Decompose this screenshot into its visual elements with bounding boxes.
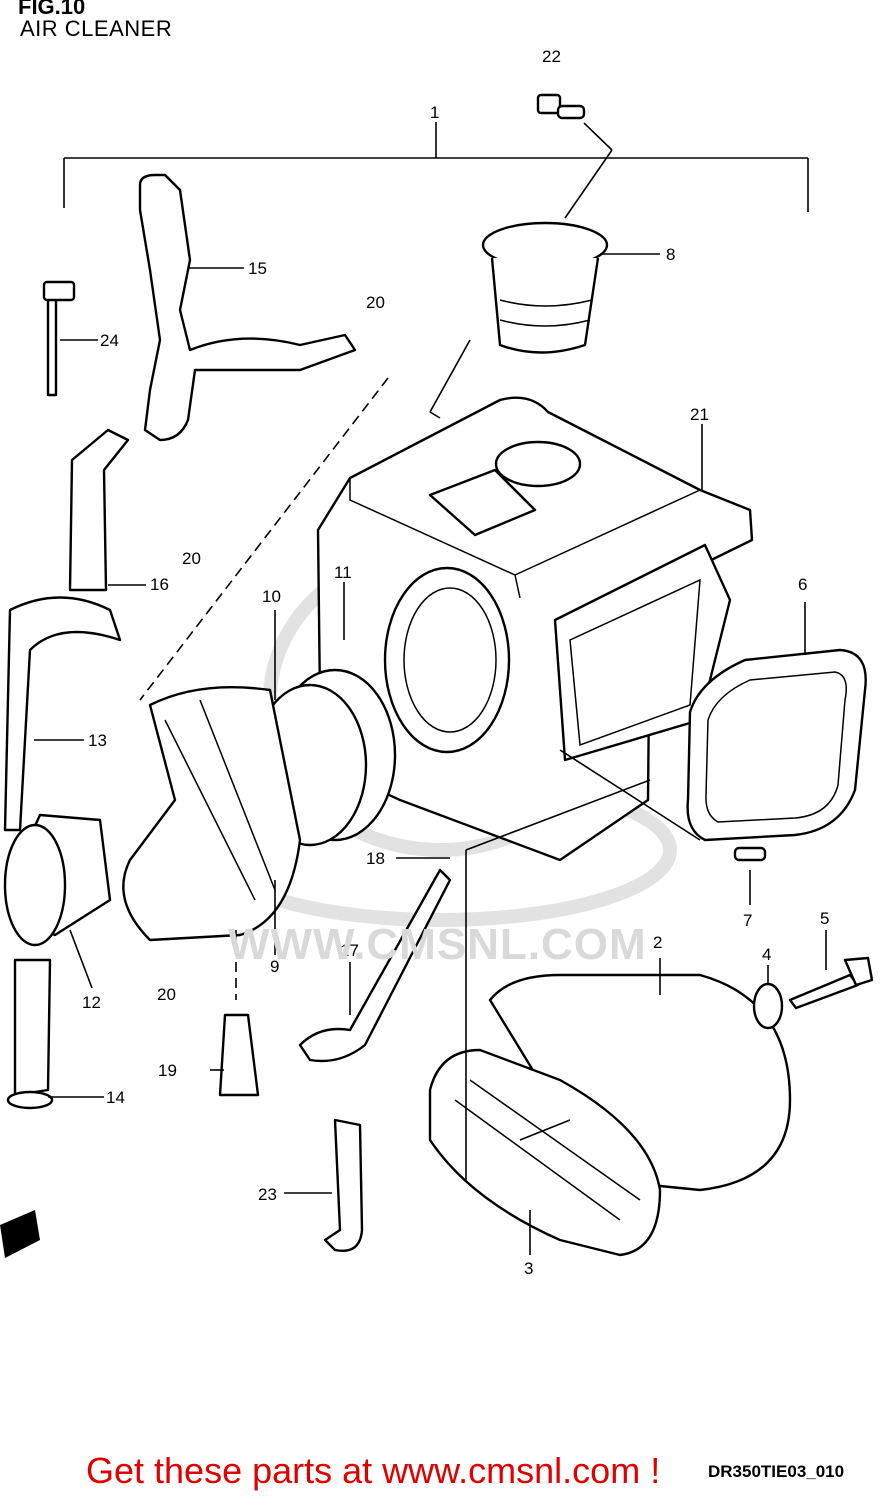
callout-8: 8 — [666, 245, 675, 264]
callout-4: 4 — [762, 945, 771, 964]
callout-7: 7 — [743, 911, 752, 930]
fwd-arrow-icon — [0, 1210, 40, 1258]
screw-part — [733, 846, 767, 905]
drawing-code: DR350TIE03_010 — [708, 1462, 845, 1481]
bracket-part — [284, 1118, 364, 1252]
callout-20c: 20 — [157, 985, 176, 1004]
assembly-bracket — [63, 122, 809, 212]
callout-17: 17 — [340, 941, 359, 960]
tie-strap-part — [42, 280, 98, 397]
bolt-part — [536, 93, 613, 219]
callout-22: 22 — [542, 47, 561, 66]
callout-6: 6 — [798, 575, 807, 594]
callout-24: 24 — [100, 331, 119, 350]
promo-link[interactable]: Get these parts at www.cmsnl.com ! — [86, 1450, 661, 1491]
callout-9: 9 — [270, 957, 279, 976]
callout-20b: 20 — [182, 549, 201, 568]
hose-parts — [3, 173, 452, 1110]
callout-labels: 1 2 3 4 5 6 7 8 9 10 11 12 13 14 15 16 1… — [82, 47, 829, 1278]
callout-12: 12 — [82, 993, 101, 1012]
filter-element-part — [428, 779, 792, 1257]
callout-23: 23 — [258, 1185, 277, 1204]
wing-bolt-part — [752, 930, 874, 1030]
callout-13: 13 — [88, 731, 107, 750]
callout-19: 19 — [158, 1061, 177, 1080]
callout-18: 18 — [366, 849, 385, 868]
callout-11: 11 — [334, 563, 352, 582]
callout-21: 21 — [690, 405, 709, 424]
callout-3: 3 — [524, 1259, 533, 1278]
callout-10: 10 — [262, 587, 281, 606]
callout-1: 1 — [430, 103, 439, 122]
air-box-part — [316, 396, 754, 862]
figure-label: FIG.10 — [18, 0, 86, 19]
intake-funnel-part — [481, 221, 660, 354]
cover-part — [686, 602, 867, 842]
callout-15: 15 — [248, 259, 267, 278]
callout-2: 2 — [653, 933, 662, 952]
callout-5: 5 — [820, 909, 829, 928]
callout-20a: 20 — [366, 293, 385, 312]
callout-14: 14 — [106, 1088, 125, 1107]
figure-subtitle: AIR CLEANER — [20, 16, 173, 41]
watermark-text: WWW.CMSNL.COM — [228, 920, 647, 969]
callout-16: 16 — [150, 575, 169, 594]
centre-lines — [139, 339, 701, 1000]
intake-boot-part — [3, 582, 397, 955]
